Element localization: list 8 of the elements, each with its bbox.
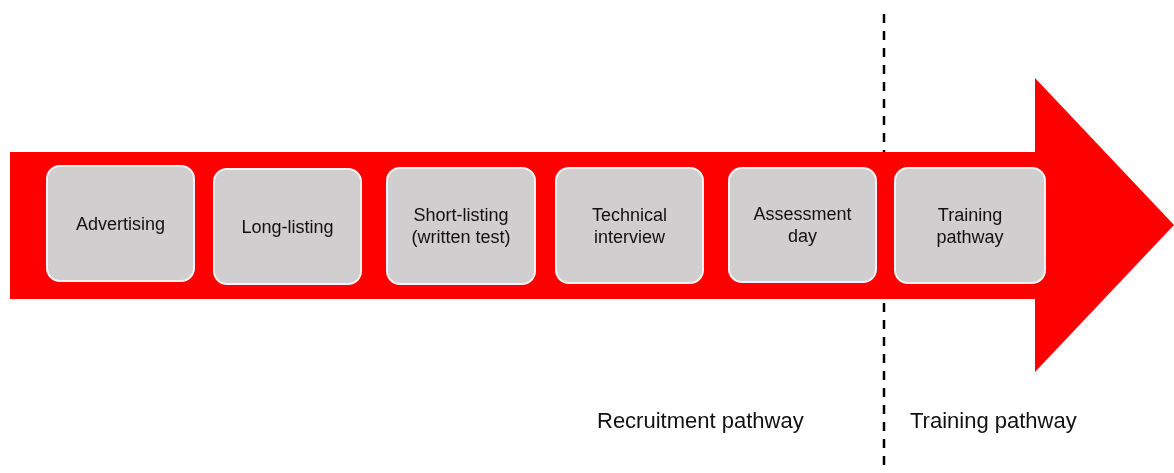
process-box: Short-listing (written test) [386,167,536,285]
process-box: Long-listing [213,168,362,285]
process-box: Training pathway [894,167,1046,284]
section-label: Training pathway [910,408,1077,434]
process-box: Advertising [46,165,195,282]
section-label: Recruitment pathway [597,408,804,434]
process-box: Technical interview [555,167,704,284]
process-box: Assessment day [728,167,877,283]
